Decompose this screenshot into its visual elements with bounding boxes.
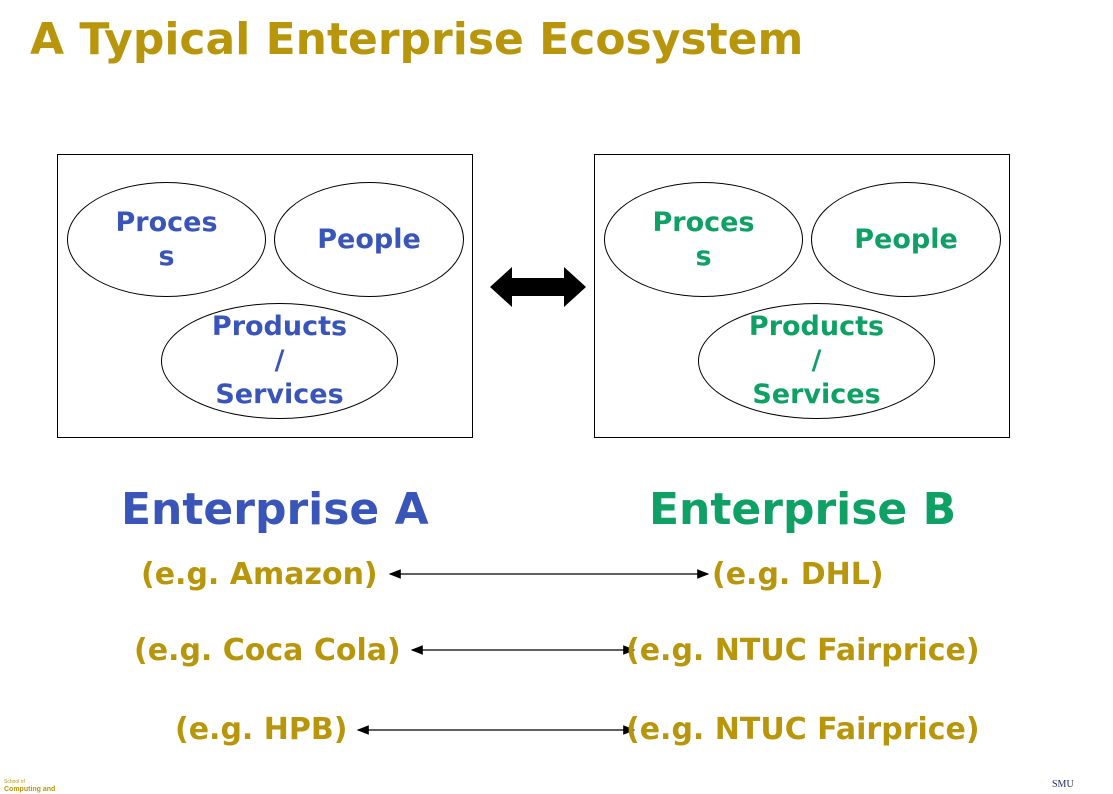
example-right-1: (e.g. DHL) [712, 557, 884, 592]
example-left-1: (e.g. Amazon) [141, 557, 378, 592]
example-right-3: (e.g. NTUC Fairprice) [626, 712, 980, 747]
enterprise-a-people-ellipse: People [274, 182, 464, 297]
smu-logo-text: SMU [1052, 779, 1074, 790]
process-label-line1: Proces [652, 206, 755, 238]
enterprise-b-products-ellipse: Products / Services [698, 303, 935, 419]
people-label: People [854, 223, 958, 255]
enterprise-a-process-ellipse: Proces s [67, 182, 266, 297]
page-title: A Typical Enterprise Ecosystem [30, 14, 804, 65]
process-label-line1: Proces [115, 206, 218, 238]
people-label: People [317, 223, 421, 255]
school-logo: School of Computing and [4, 778, 55, 794]
enterprise-a-products-ellipse: Products / Services [161, 303, 398, 419]
enterprise-a-label: Enterprise A [121, 484, 429, 535]
enterprise-a-box: Proces s People Products / Services [57, 154, 473, 438]
enterprise-b-process-ellipse: Proces s [604, 182, 803, 297]
school-name-label: Computing and [4, 786, 56, 793]
example-right-2: (e.g. NTUC Fairprice) [626, 633, 980, 668]
products-label-line1: Products [748, 311, 885, 342]
smu-logo: SMU [1052, 779, 1074, 790]
school-small-label: School of [4, 779, 25, 785]
enterprise-b-box: Proces s People Products / Services [594, 154, 1010, 438]
products-label-line3: Services [215, 379, 344, 410]
process-label-line2: s [695, 240, 712, 272]
bidirectional-arrow-icon [490, 267, 586, 307]
products-label-line2: / [811, 345, 822, 376]
products-label-line2: / [274, 345, 285, 376]
example-left-2: (e.g. Coca Cola) [134, 633, 401, 668]
enterprise-b-label: Enterprise B [649, 484, 957, 535]
enterprise-b-people-ellipse: People [811, 182, 1001, 297]
example-left-3: (e.g. HPB) [175, 712, 348, 747]
products-label-line3: Services [752, 379, 881, 410]
products-label-line1: Products [211, 311, 348, 342]
process-label-line2: s [158, 240, 175, 272]
